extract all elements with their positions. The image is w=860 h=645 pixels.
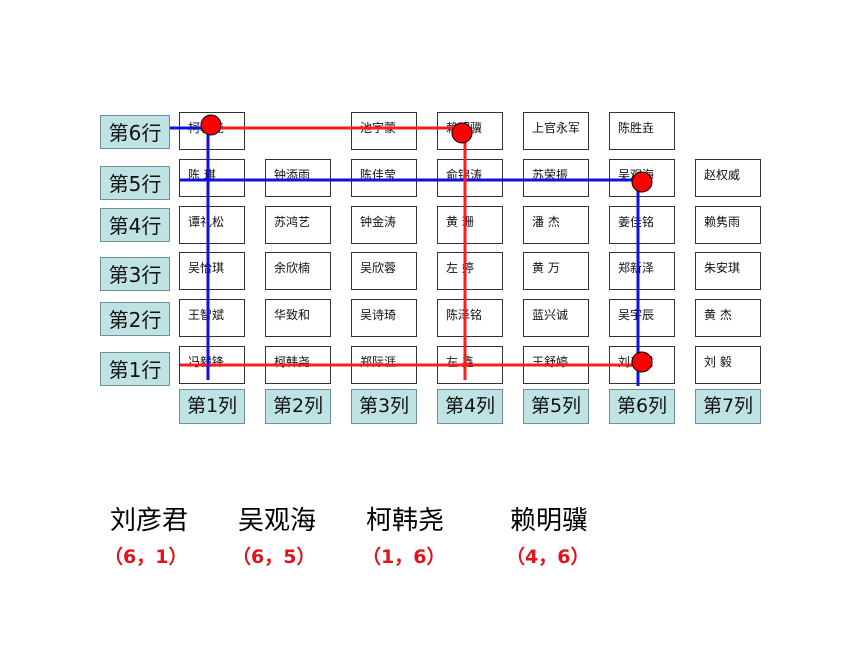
seat: 郑新泽 bbox=[609, 252, 675, 290]
row-label-1: 第1行 bbox=[100, 352, 170, 386]
seat: 陈胜垚 bbox=[609, 112, 675, 150]
seat: 吴欣蓉 bbox=[351, 252, 417, 290]
seat: 吴宇辰 bbox=[609, 299, 675, 337]
col-label-3: 第3列 bbox=[351, 389, 417, 424]
col-label-2: 第2列 bbox=[265, 389, 331, 424]
seat: 黄 珊 bbox=[437, 206, 503, 244]
seat: 姜佳铭 bbox=[609, 206, 675, 244]
person-coord-1: （6，1） bbox=[104, 546, 188, 568]
person-name-3: 柯韩尧 bbox=[366, 506, 445, 536]
seat: 池宇蒙 bbox=[351, 112, 417, 150]
row-label-5: 第5行 bbox=[100, 166, 170, 200]
col-label-6: 第6列 bbox=[609, 389, 675, 424]
dot-1-6 bbox=[200, 114, 222, 136]
seat: 黄 万 bbox=[523, 252, 589, 290]
seat: 华致和 bbox=[265, 299, 331, 337]
seat: 左 婷 bbox=[437, 252, 503, 290]
row-label-3: 第3行 bbox=[100, 257, 170, 291]
seat: 吴诗琦 bbox=[351, 299, 417, 337]
person-coord-3: （1，6） bbox=[362, 546, 446, 568]
seat: 余欣楠 bbox=[265, 252, 331, 290]
dot-4-6 bbox=[451, 122, 473, 144]
seat: 赖隽雨 bbox=[695, 206, 761, 244]
seat: 上官永军 bbox=[523, 112, 589, 150]
seat: 朱安琪 bbox=[695, 252, 761, 290]
seat: 王智斌 bbox=[179, 299, 245, 337]
col-label-4: 第4列 bbox=[437, 389, 503, 424]
col-label-1: 第1列 bbox=[179, 389, 245, 424]
seat: 陈泽铭 bbox=[437, 299, 503, 337]
seat: 谭礼松 bbox=[179, 206, 245, 244]
row-label-2: 第2行 bbox=[100, 302, 170, 336]
seat: 钟添雨 bbox=[265, 159, 331, 197]
col-label-5: 第5列 bbox=[523, 389, 589, 424]
seat: 刘 毅 bbox=[695, 346, 761, 384]
seat: 吴怡琪 bbox=[179, 252, 245, 290]
person-coord-4: （4，6） bbox=[506, 546, 590, 568]
seat: 钟金涛 bbox=[351, 206, 417, 244]
dot-6-5 bbox=[631, 171, 653, 193]
seat: 蓝兴诚 bbox=[523, 299, 589, 337]
seat: 苏鸿艺 bbox=[265, 206, 331, 244]
person-name-1: 刘彦君 bbox=[110, 506, 189, 536]
seat: 赵权威 bbox=[695, 159, 761, 197]
row-label-4: 第4行 bbox=[100, 208, 170, 242]
person-name-4: 赖明骥 bbox=[510, 506, 589, 536]
seat: 潘 杰 bbox=[523, 206, 589, 244]
row-label-6: 第6行 bbox=[100, 115, 170, 149]
person-name-2: 吴观海 bbox=[238, 506, 317, 536]
person-coord-2: （6，5） bbox=[232, 546, 316, 568]
col-label-7: 第7列 bbox=[695, 389, 761, 424]
dot-6-1 bbox=[631, 351, 653, 373]
seat: 黄 杰 bbox=[695, 299, 761, 337]
